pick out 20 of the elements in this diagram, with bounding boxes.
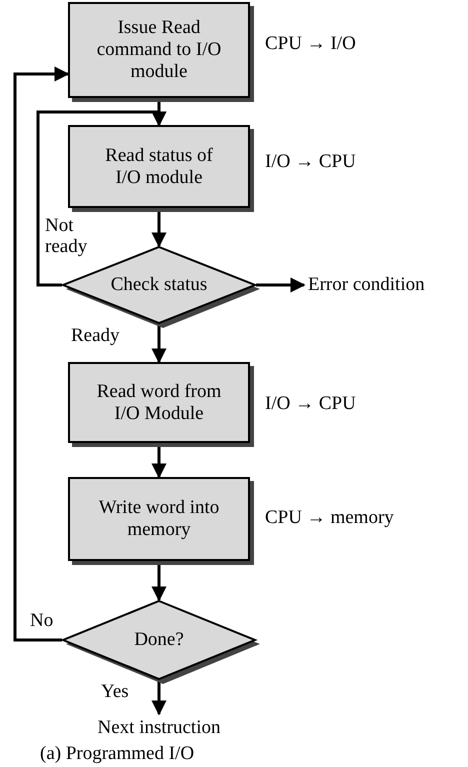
step-text: Read word from I/O Module	[96, 380, 222, 424]
transfer-note: I/O → CPU	[265, 394, 356, 415]
arrow	[14, 66, 70, 642]
transfer-note: I/O → CPU	[265, 152, 356, 173]
edge-label: Not ready	[45, 216, 88, 258]
arrow	[152, 324, 166, 364]
edge-label: Ready	[71, 326, 120, 347]
edge-label: No	[30, 611, 54, 632]
step-text: Issue Read command to I/O module	[96, 17, 222, 83]
arrow	[36, 110, 166, 286]
edge-label: Yes	[101, 682, 129, 703]
transfer-note: CPU → memory	[265, 508, 394, 529]
flow-end-text: Error condition	[308, 262, 438, 308]
flow-end-text: Next instruction	[84, 716, 234, 740]
arrow	[256, 278, 306, 292]
step-text: Read status of I/O module	[104, 144, 214, 188]
transfer-note: CPU → I/O	[265, 34, 356, 55]
arrow	[152, 680, 166, 716]
step-text: Write word into memory	[98, 497, 220, 541]
caption: (a) Programmed I/O	[40, 744, 194, 765]
